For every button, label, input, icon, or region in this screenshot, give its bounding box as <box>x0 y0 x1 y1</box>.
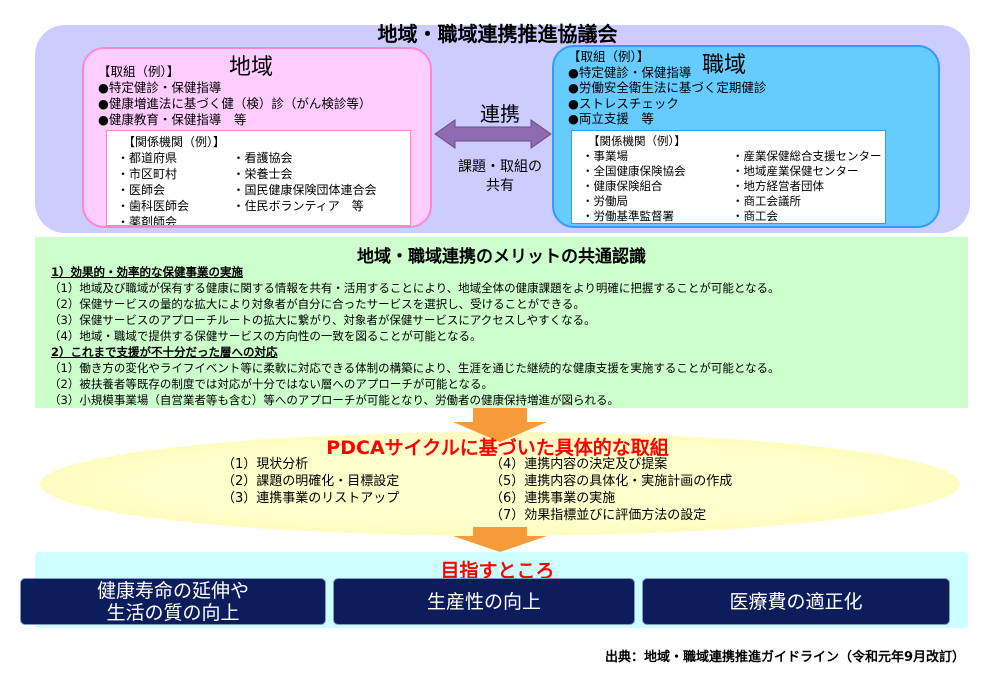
org-item: ・地方経営者団体 <box>732 179 824 193</box>
pdca-step: （2）課題の明確化・目標設定 <box>222 474 400 489</box>
effort-item: ●特定健診・保健指導 <box>568 64 692 80</box>
org-item: ・事業場 <box>582 149 628 163</box>
pdca-step: （5）連携内容の具体化・実施計画の作成 <box>490 474 733 489</box>
pdca-step: （1）現状分析 <box>222 457 309 472</box>
workplace-title: 職域 <box>702 53 747 78</box>
merit-item: （3）保健サービスのアプローチルートの拡大に繋がり、対象者が保健サービスにアクセ… <box>49 313 596 327</box>
goal-healthy-life: 健康寿命の延伸や生活の質の向上 <box>20 578 326 625</box>
org-item: ・歯科医師会 <box>117 199 190 213</box>
org-item: ・商工会 <box>732 209 778 223</box>
link-label: 連携 <box>480 102 520 126</box>
goal-text: 生活の質の向上 <box>106 601 240 624</box>
org-item: ・栄養士会 <box>232 167 293 181</box>
merit-item: （2）保健サービスの量的な拡大により対象者が自分に合ったサービスを選択し、受ける… <box>49 297 585 311</box>
workplace-efforts: 【取組（例）】 ●特定健診・保健指導 ●労働安全衛生法に基づく定期健診 ●ストレ… <box>568 49 766 127</box>
region-title: 地域 <box>229 55 274 80</box>
org-item: ・商工会議所 <box>732 194 801 208</box>
org-item: ・薬剤師会 <box>117 215 178 226</box>
effort-item: ●健康教育・保健指導 等 <box>98 112 247 127</box>
org-item: ・住民ボランティア 等 <box>232 199 364 213</box>
merit-title: 地域・職域連携のメリットの共通認識 <box>357 247 646 267</box>
org-item: ・健康保険組合 <box>582 179 663 193</box>
goal-title: 目指すところ <box>440 560 555 582</box>
merit-panel: 地域・職域連携のメリットの共通認識 1）効果的・効率的な保健事業の実施 （1）地… <box>35 237 968 408</box>
merit-item: （1）地域及び職域が保有する健康に関する情報を共有・活用することにより、地域全体… <box>49 281 780 295</box>
merit-item: （2）被扶養者等既存の制度では対応が十分ではない層へのアプローチが可能となる。 <box>49 377 493 391</box>
org-item: ・市区町村 <box>117 167 178 181</box>
org-item: ・全国健康保険協会 <box>582 164 686 178</box>
efforts-label: 【取組（例）】 <box>568 49 650 64</box>
pdca-ellipse <box>40 432 960 536</box>
merit-item: （3）小規模事業場（自営業者等も含む）等へのアプローチが可能となり、労働者の健康… <box>49 393 620 407</box>
org-item: ・産業保健総合支援センター <box>732 149 882 163</box>
merit-item: （4）地域・職域で提供する保健サービスの方向性の一致を図ることが可能となる。 <box>49 329 482 343</box>
org-item: ・医師会 <box>117 183 166 197</box>
pdca-step: （7）効果指標並びに評価方法の設定 <box>490 508 707 523</box>
merit-section-heading: 2）これまで支援が不十分だった層への対応 <box>51 345 278 359</box>
council-title: 地域・職域連携推進協議会 <box>377 22 618 46</box>
share-line: 課題・取組の <box>458 159 542 175</box>
orgs-label: 【関係機関（例）】 <box>588 134 686 148</box>
pdca-steps-left: （1）現状分析 （2）課題の明確化・目標設定 （3）連携事業のリストアップ <box>222 456 399 507</box>
merit-section-heading: 1）効果的・効率的な保健事業の実施 <box>51 265 243 279</box>
effort-item: ●労働安全衛生法に基づく定期健診 <box>568 80 767 95</box>
merit-item: （1）働き方の変化やライフイベント等に柔軟に対応できる体制の構築により、生涯を通… <box>49 361 780 375</box>
org-item: ・地域産業保健センター <box>732 164 859 178</box>
org-item: ・都道府県 <box>117 151 178 165</box>
double-arrow-icon <box>434 119 552 149</box>
effort-item: ●特定健診・保健指導 <box>98 80 222 95</box>
pdca-steps-right: （4）連携内容の決定及び提案 （5）連携内容の具体化・実施計画の作成 （6）連携… <box>490 456 732 524</box>
effort-item: ●ストレスチェック <box>568 95 679 111</box>
goal-text: 医療費の適正化 <box>729 590 863 613</box>
efforts-label: 【取組（例）】 <box>98 64 180 79</box>
goal-productivity: 生産性の向上 <box>333 578 635 625</box>
region-efforts: 【取組（例）】 ●特定健診・保健指導 ●健康増進法に基づく健（検）診（がん検診等… <box>98 64 371 128</box>
workplace-orgs: 【関係機関（例）】 ・事業場 ・産業保健総合支援センター ・全国健康保険協会 ・地域… <box>571 130 886 224</box>
pdca-step: （3）連携事業のリストアップ <box>222 491 400 506</box>
region-orgs: 【関係機関（例）】 ・都道府県 ・看護協会 ・市区町村 ・栄養士会 ・医師会 ・国民健… <box>106 130 411 226</box>
down-arrow-icon <box>453 408 547 442</box>
goal-text: 生産性の向上 <box>426 590 541 613</box>
goal-medical-cost: 医療費の適正化 <box>642 578 950 625</box>
share-label: 課題・取組の 共有 <box>430 158 570 196</box>
effort-item: ●両立支援 等 <box>568 111 654 126</box>
effort-item: ●健康増進法に基づく健（検）診（がん検診等） <box>98 96 372 111</box>
pdca-title: PDCAサイクルに基づいた具体的な取組 <box>326 437 669 459</box>
pdca-step: （6）連携事業の実施 <box>490 491 616 506</box>
workplace-box: 職域 【取組（例）】 ●特定健診・保健指導 ●労働安全衛生法に基づく定期健診 ●… <box>552 45 940 228</box>
source-note: 出典：地域・職域連携推進ガイドライン（令和元年9月改訂） <box>604 650 965 665</box>
goal-text: 健康寿命の延伸や <box>96 579 249 602</box>
org-item: ・労働基準監督署 <box>582 209 674 223</box>
pdca-step: （4）連携内容の決定及び提案 <box>490 457 668 472</box>
org-item: ・国民健康保険団体連合会 <box>232 183 377 197</box>
down-arrow-icon <box>453 527 547 552</box>
orgs-label: 【関係機関（例）】 <box>123 135 226 149</box>
org-item: ・労働局 <box>582 194 628 208</box>
org-item: ・看護協会 <box>232 151 293 165</box>
share-line: 共有 <box>486 178 514 194</box>
region-box: 地域 【取組（例）】 ●特定健診・保健指導 ●健康増進法に基づく健（検）診（がん… <box>82 47 432 228</box>
